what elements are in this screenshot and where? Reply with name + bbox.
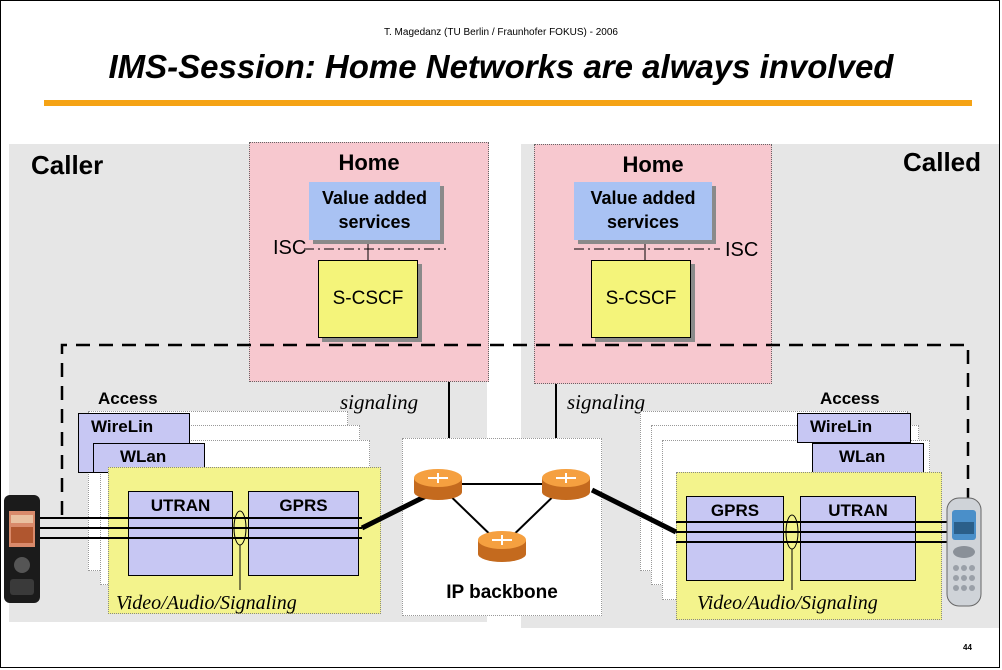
access-label-right: Access	[820, 389, 880, 408]
slide-title: IMS-Session: Home Networks are always in…	[108, 48, 894, 85]
router-icon	[414, 469, 462, 500]
vas-left-line1: Value added	[321, 188, 428, 208]
page-number: 44	[963, 643, 972, 652]
gprs-box-right: GPRS	[686, 496, 784, 581]
ip-backbone-label: IP backbone	[446, 582, 558, 603]
gprs-box-left: GPRS	[248, 491, 359, 576]
ip-backbone-area	[402, 438, 602, 616]
s-cscf-left: S-CSCF	[318, 260, 418, 338]
vas-left-line2: services	[338, 212, 411, 232]
isc-label-left: ISC	[273, 237, 307, 259]
title-underline	[44, 100, 972, 106]
isc-label-right: ISC	[725, 239, 759, 261]
media-label-right: Video/Audio/Signaling	[697, 592, 878, 614]
media-label-left: Video/Audio/Signaling	[116, 592, 297, 614]
router-icon	[542, 469, 590, 500]
utran-box-left: UTRAN	[128, 491, 233, 576]
value-added-services-right: Value added services	[574, 182, 712, 240]
signaling-label-left: signaling	[340, 390, 419, 414]
author-credit: T. Magedanz (TU Berlin / Fraunhofer FOKU…	[384, 27, 618, 38]
vas-right-line1: Value added	[590, 188, 696, 208]
home-label-right: Home	[622, 152, 684, 177]
called-label: Called	[903, 147, 982, 177]
access-label-left: Access	[98, 389, 158, 408]
home-label-left: Home	[338, 150, 400, 175]
vas-right-line2: services	[606, 212, 680, 232]
caller-label: Caller	[31, 150, 104, 180]
signaling-label-right: signaling	[567, 390, 646, 414]
utran-box-right: UTRAN	[800, 496, 916, 581]
wireline-tag-right: WireLin	[797, 413, 911, 443]
caller-phone-icon	[4, 495, 40, 603]
router-icon	[478, 531, 526, 562]
called-phone-icon	[946, 497, 982, 607]
value-added-services-left: Value added services	[309, 182, 440, 240]
s-cscf-right: S-CSCF	[591, 260, 691, 338]
